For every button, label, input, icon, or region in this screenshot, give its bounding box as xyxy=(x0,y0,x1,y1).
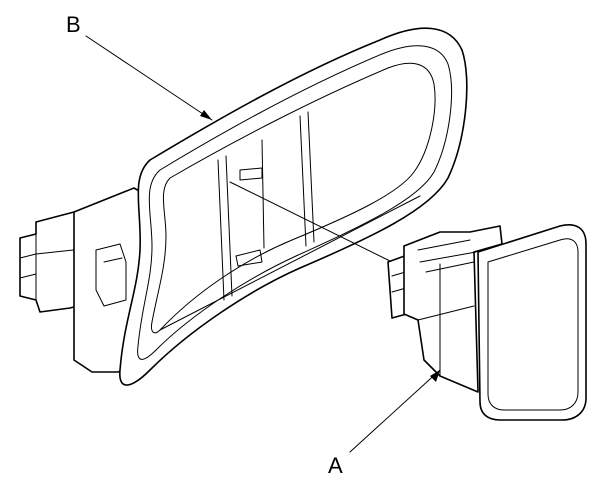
callout-a: A xyxy=(328,453,343,478)
switch-icon xyxy=(387,224,587,421)
arrow-b-icon xyxy=(200,110,212,120)
leader-lines xyxy=(85,35,441,453)
leader-b xyxy=(85,35,213,121)
leader-a xyxy=(349,369,441,453)
arrow-a-icon xyxy=(430,370,440,382)
bezel-icon xyxy=(19,27,468,386)
callout-b: B xyxy=(66,12,81,37)
